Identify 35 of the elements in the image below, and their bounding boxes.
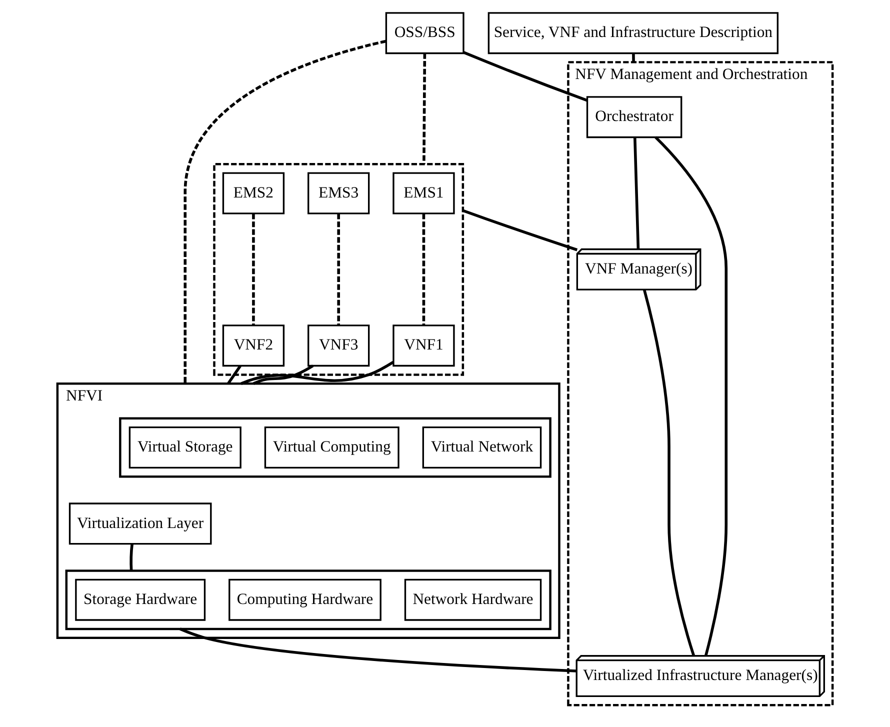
node-box: Network Hardware [404,578,542,621]
node-box: Storage Hardware [75,578,206,621]
node-box: VNF3 [308,324,370,367]
connector [633,137,640,250]
connector [462,209,578,252]
node-box: VNF2 [222,324,285,367]
node-box: EMS2 [222,172,285,214]
connector [337,214,340,326]
connector [226,365,242,384]
connector [422,53,426,164]
connector [180,628,577,672]
node-box: Service, VNF and Infrastructure Description [488,12,779,54]
connector [184,40,386,384]
connector [252,214,255,326]
node-box: Virtualization Layer [68,502,212,545]
connector [642,290,696,656]
node-box: VNF1 [392,324,455,367]
cluster [213,163,464,376]
connector [462,51,588,102]
connector [252,364,314,385]
node-box: EMS1 [392,172,455,214]
connector [240,360,394,385]
connector [422,214,426,326]
node-box: Orchestrator [586,96,682,138]
node-box: EMS3 [308,172,370,214]
node-box: Virtual Network [422,426,542,468]
connector [130,544,134,571]
connector [654,136,728,656]
connector [632,54,635,62]
node-box: Virtual Computing [264,426,400,468]
node-box: Computing Hardware [228,578,382,621]
node-box: Virtual Storage [128,426,242,468]
node-box: OSS/BSS [385,12,464,54]
cluster [65,570,552,630]
cluster [119,417,552,478]
